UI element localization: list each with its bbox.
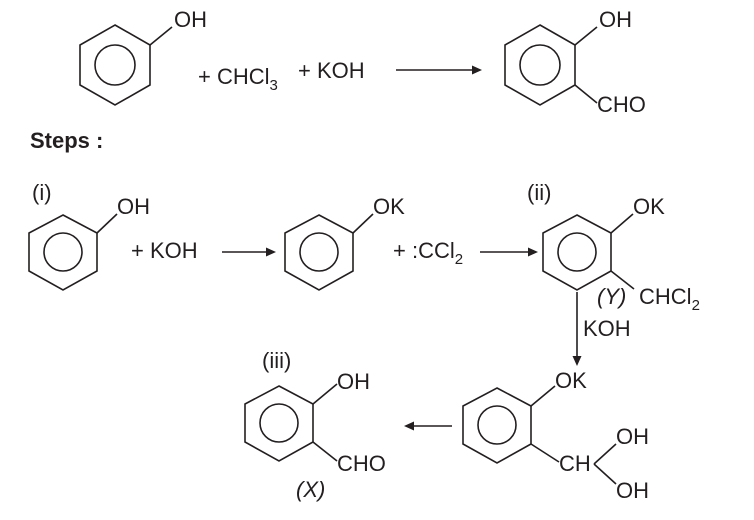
down-arrow-koh-label: KOH [583, 316, 631, 341]
chcl2-group-label: CHCl2 [639, 284, 700, 314]
down-arrow [572, 292, 582, 366]
final-oh-label: OH [337, 369, 370, 394]
steps-heading: Steps : [30, 128, 103, 153]
phenol-oh-label: OH [174, 7, 207, 32]
ch-label: CH [559, 451, 591, 476]
phenol-step1-structure: OH [28, 194, 150, 291]
final-product-x-structure: OH CHO [244, 369, 386, 476]
phenoxide-ok-label: OK [373, 194, 405, 219]
chloroform-reagent: + CHCl3 [198, 64, 278, 94]
gem-diol-oh-upper: OH [616, 424, 649, 449]
potassium-phenoxide-structure: OK [284, 194, 405, 291]
step1-oh-label: OH [117, 194, 150, 219]
koh-reagent: + KOH [298, 58, 365, 83]
dichlorocarbene-reagent: + :CCl2 [393, 238, 463, 268]
step-ii-tag: (ii) [527, 180, 551, 205]
phenol-structure: OH [79, 7, 207, 106]
main-reaction-arrow [396, 65, 482, 75]
left-arrow [404, 421, 452, 431]
gem-diol-oh-lower: OH [616, 478, 649, 503]
product-x-label: (X) [296, 477, 325, 502]
final-cho-label: CHO [337, 451, 386, 476]
product-oh-label: OH [599, 7, 632, 32]
intermediate-y-structure: OK [542, 194, 665, 291]
gem-diol-ok-label: OK [555, 368, 587, 393]
intermediate-ok-label: OK [633, 194, 665, 219]
step1-koh-reagent: + KOH [131, 238, 198, 263]
product-cho-label: CHO [597, 92, 646, 117]
step1-arrow [222, 247, 276, 257]
step-i-tag: (i) [32, 180, 52, 205]
gem-diol-structure: OK CH OH OH [462, 368, 649, 503]
step-iii-tag: (iii) [262, 348, 291, 373]
salicylaldehyde-structure: OH CHO [504, 7, 646, 117]
intermediate-y-label: (Y) [597, 284, 626, 309]
step2-arrow [480, 247, 538, 257]
